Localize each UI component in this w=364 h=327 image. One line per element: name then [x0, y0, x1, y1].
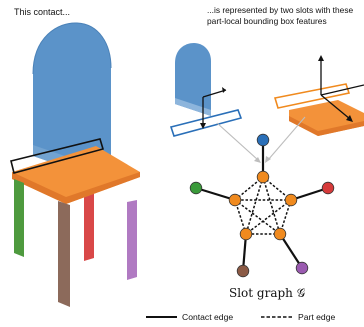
chair-leg-back-purple: [127, 200, 137, 280]
slot-box-orange: [273, 83, 351, 109]
slot-box-blue: [169, 109, 243, 137]
slot-node-3: [273, 227, 287, 241]
graph-title: Slot graph 𝒢: [229, 286, 306, 300]
slot-graph: Slot graph 𝒢: [189, 133, 335, 300]
legend-contact-label: Contact edge: [182, 312, 233, 322]
slot-illustration: [169, 43, 364, 163]
chair-leg-back-red: [84, 188, 94, 261]
right-caption-line1: ...is represented by two slots with thes…: [207, 5, 354, 15]
left-caption: This contact...: [14, 7, 70, 17]
part-node-purple: [295, 261, 309, 275]
slot-back-part: [175, 43, 211, 116]
slot-node-2: [284, 193, 298, 207]
slot-node-5: [228, 193, 242, 207]
part-node-red: [321, 181, 335, 195]
contact-highlight-box: [10, 138, 105, 174]
legend: Contact edge Part edge: [146, 312, 335, 322]
slot-node-4: [239, 227, 253, 241]
chair-illustration: [10, 22, 140, 307]
part-node-green: [189, 181, 203, 195]
chair-backrest: [33, 22, 111, 183]
right-caption-line2: part-local bounding box features: [207, 16, 327, 26]
part-node-brown: [236, 264, 250, 278]
slot-node-1: [256, 170, 270, 184]
legend-part-label: Part edge: [298, 312, 335, 322]
chair-leg-front-brown: [58, 201, 70, 307]
chair-leg-front-green: [14, 179, 24, 257]
part-node-blue: [256, 133, 270, 147]
